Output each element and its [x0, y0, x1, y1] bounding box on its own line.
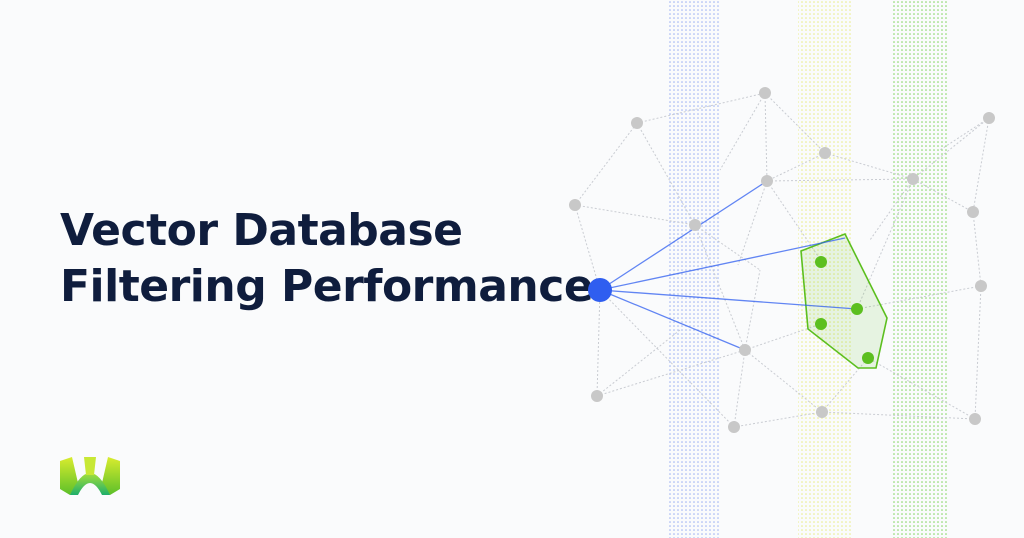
match-node	[851, 303, 863, 315]
query-node	[588, 278, 612, 302]
match-nodes	[815, 256, 874, 364]
graph-node	[969, 413, 981, 425]
match-node	[815, 256, 827, 268]
graph-node	[591, 390, 603, 402]
graph-node	[983, 112, 995, 124]
graph-node	[819, 147, 831, 159]
match-node	[862, 352, 874, 364]
graph-node	[907, 173, 919, 185]
graph-node	[975, 280, 987, 292]
graph-node	[759, 87, 771, 99]
title-line-1: Vector Database	[60, 205, 463, 256]
graph-node	[689, 219, 701, 231]
blue-dot-column	[668, 0, 720, 538]
graph-node	[569, 199, 581, 211]
match-node	[815, 318, 827, 330]
page-title: Vector Database Filtering Performance	[60, 203, 594, 315]
green-dot-column	[892, 0, 948, 538]
neighbor-nodes	[569, 87, 995, 433]
graph-node	[816, 406, 828, 418]
graph-node	[739, 344, 751, 356]
graph-edges	[574, 92, 990, 428]
graph-node	[631, 117, 643, 129]
weaviate-logo	[60, 457, 120, 495]
graph-node	[728, 421, 740, 433]
graph-node	[761, 175, 773, 187]
yellow-dot-column	[798, 0, 852, 538]
title-line-2: Filtering Performance	[60, 261, 594, 312]
query-edges	[599, 180, 858, 351]
graph-node	[967, 206, 979, 218]
